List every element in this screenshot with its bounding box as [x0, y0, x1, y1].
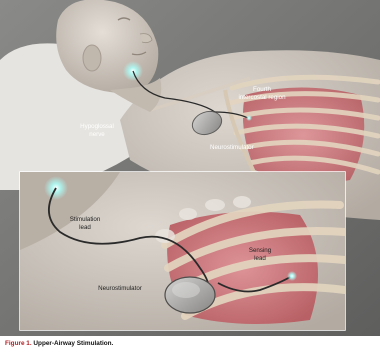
ear: [83, 45, 101, 71]
svg-text:lead: lead: [79, 224, 91, 231]
sensing-glow: [246, 115, 252, 121]
svg-text:intercostal region: intercostal region: [238, 94, 286, 101]
svg-text:Fourth: Fourth: [253, 86, 271, 93]
lungs: [243, 88, 364, 184]
label-neurostimulator-top: Neurostimulator: [210, 144, 254, 151]
figure-title: Upper-Airway Stimulation.: [33, 340, 113, 347]
sensing-glow-inset: [287, 271, 297, 281]
label-neurostimulator-inset: Neurostimulator: [98, 285, 142, 292]
svg-text:Hypoglossal: Hypoglossal: [80, 123, 114, 130]
figure-number: Figure 1.: [5, 340, 32, 347]
svg-text:Sensing: Sensing: [249, 247, 272, 254]
inset-detail-panel: Stimulation lead Sensing lead Neurostimu…: [20, 172, 345, 330]
svg-text:nerve: nerve: [89, 131, 105, 138]
svg-text:Stimulation: Stimulation: [70, 216, 101, 223]
figure-caption: Figure 1. Upper-Airway Stimulation.: [5, 340, 113, 348]
svg-text:lead: lead: [254, 255, 266, 262]
